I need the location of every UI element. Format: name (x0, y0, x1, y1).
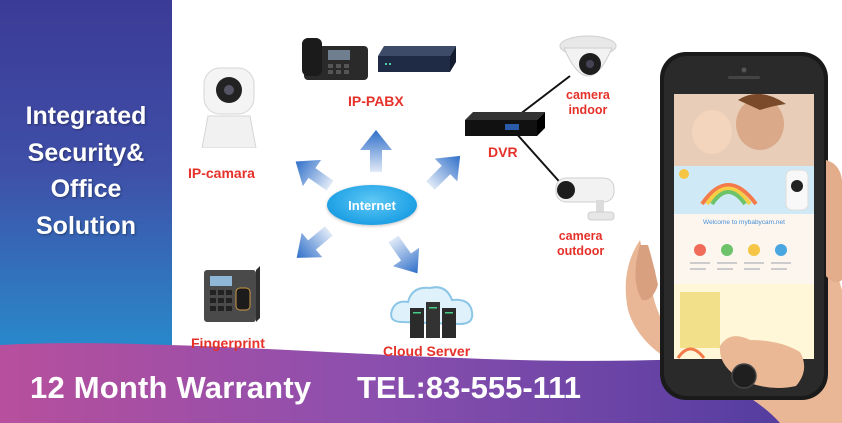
camera-indoor-label: camera indoor (566, 88, 610, 118)
internet-node: Internet (327, 185, 417, 225)
fingerprint-reader-icon (204, 266, 260, 322)
ip-phone-icon (302, 38, 368, 80)
cloud-server-icon (390, 286, 474, 338)
headline-line: Security& (27, 138, 145, 167)
ip-pabx-label: IP-PABX (348, 93, 404, 109)
camera-outdoor-label: camera outdoor (557, 229, 604, 259)
telephone-text: TEL:83-555-111 (357, 370, 582, 405)
ip-camera-label: IP-camara (188, 165, 255, 181)
phone-welcome-text: Welcome to mybabycam.net (703, 219, 785, 226)
cloud-server-label: Cloud Server (383, 343, 471, 359)
arrow-downright-icon (380, 229, 431, 283)
bullet-camera-icon (555, 177, 615, 221)
fingerprint-label: Fingerprint (191, 335, 265, 351)
ip-camera-icon (201, 67, 257, 148)
arrow-downleft-icon (286, 218, 340, 271)
camera-indoor-line1: camera (566, 88, 610, 102)
dvr-icon (465, 112, 545, 136)
headline-line: Solution (36, 211, 136, 240)
arrow-up-icon (360, 130, 392, 172)
dvr-label: DVR (488, 144, 518, 160)
arrow-upleft-icon (286, 148, 340, 199)
headline-line: Integrated (25, 102, 147, 130)
camera-indoor-line2: indoor (568, 103, 608, 117)
phone-svg: Welcome to mybabycam.net (625, 52, 842, 423)
arrow-upright-icon (419, 144, 472, 197)
camera-outdoor-line1: camera (558, 229, 603, 243)
pabx-box-icon (378, 46, 456, 72)
camera-outdoor-line2: outdoor (557, 244, 605, 258)
warranty-text: 12 Month Warranty (30, 370, 312, 405)
phone-illustration: Welcome to mybabycam.net (600, 40, 842, 423)
headline-line: Office (50, 175, 122, 203)
dome-camera-icon (559, 35, 617, 77)
headline: Integrated Security& Office Solution (0, 98, 172, 244)
